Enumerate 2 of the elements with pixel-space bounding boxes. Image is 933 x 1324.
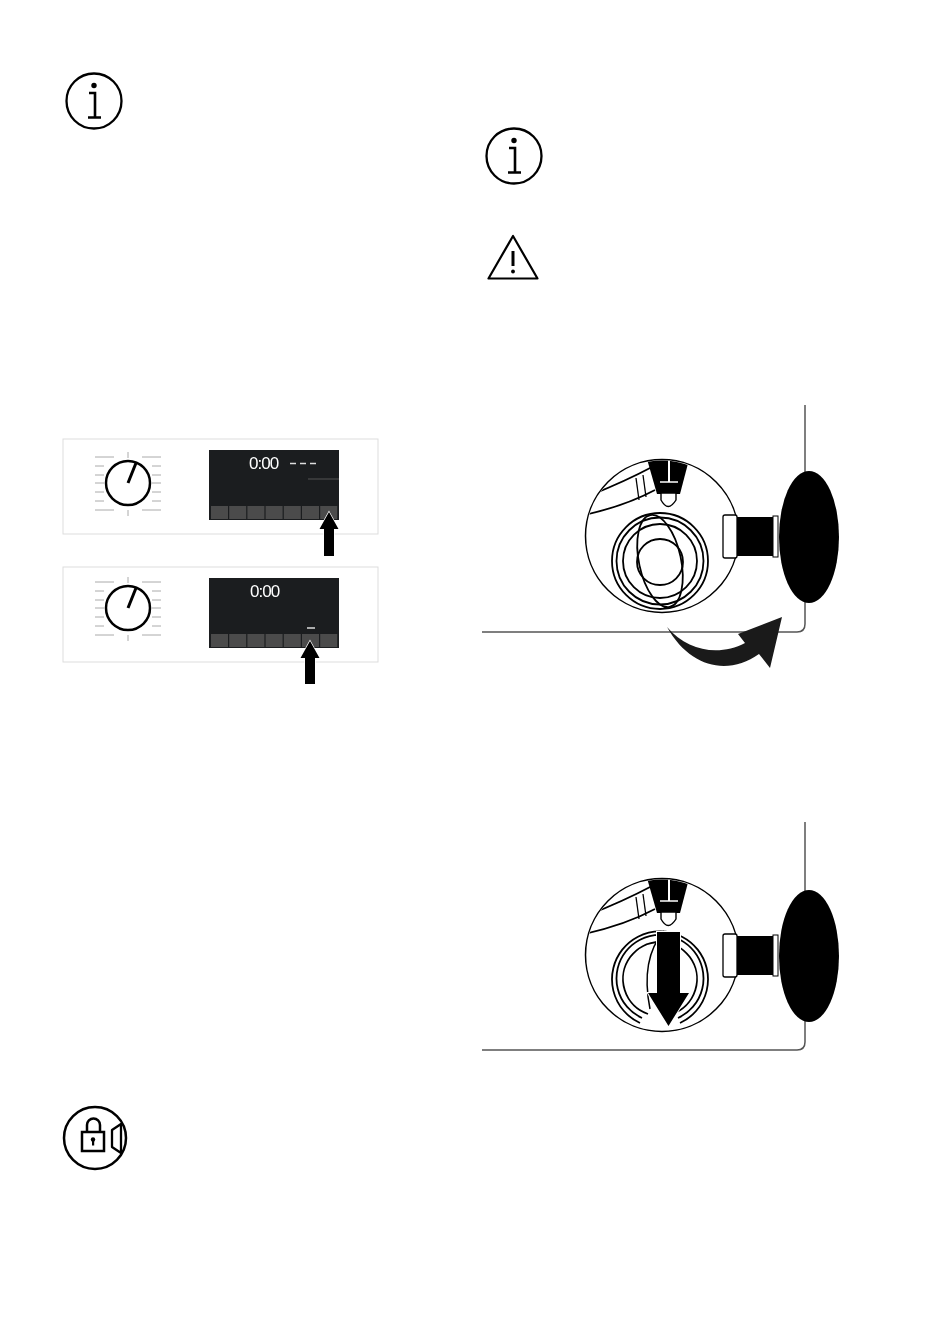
display-time: 0:00 bbox=[250, 583, 280, 600]
display-time: 0:00 bbox=[249, 455, 279, 472]
